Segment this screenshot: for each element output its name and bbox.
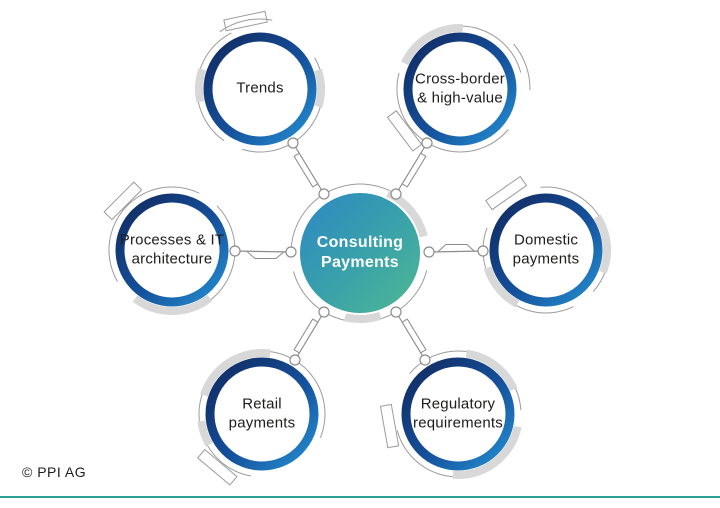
- circuit-trace: [437, 244, 476, 253]
- connector-line: [234, 250, 292, 253]
- node-label-regulatory: Regulatory requirements: [413, 395, 503, 431]
- hub-label: Consulting Payments: [316, 234, 404, 271]
- hub-gradient-disc: [300, 193, 420, 313]
- connector-node: [289, 354, 301, 366]
- bottom-rule: [0, 496, 720, 498]
- decorative-bracket: [485, 175, 528, 211]
- connector-node: [229, 245, 241, 257]
- connector-line: [395, 311, 426, 361]
- processes-it-circle: [103, 181, 237, 315]
- circuit-trace: [401, 318, 427, 354]
- decorative-arc: [195, 24, 325, 154]
- connector-node: [477, 245, 489, 257]
- connector-node: [285, 246, 297, 258]
- decorative-arc: [107, 185, 237, 315]
- connector-node: [287, 137, 299, 149]
- decorative-arc: [393, 349, 523, 479]
- decorative-arc: [189, 18, 331, 160]
- decorative-bracket: [223, 10, 268, 32]
- connector-node: [423, 246, 435, 258]
- node-label-processes-it: Processes & IT architecture: [119, 231, 225, 267]
- decorative-arc: [198, 350, 326, 478]
- connector-node: [318, 306, 330, 318]
- connector-node: [318, 188, 330, 200]
- node-label-cross-border: Cross-border & high-value: [415, 70, 505, 106]
- decorative-bracket: [196, 448, 238, 486]
- circuit-trace: [246, 251, 285, 259]
- decorative-arc: [393, 349, 523, 479]
- processes-it-ring: [115, 193, 229, 307]
- cross-border-ring: [403, 32, 517, 146]
- trends-ring: [203, 32, 317, 146]
- connector-node: [421, 137, 433, 149]
- regulatory-ring: [401, 357, 515, 471]
- connector-traces: [246, 152, 476, 354]
- connector-node: [390, 306, 402, 318]
- copyright-text: © PPI AG: [22, 464, 87, 480]
- node-label-retail: Retail payments: [228, 395, 296, 431]
- connector-node: [390, 188, 402, 200]
- connector-line: [294, 311, 325, 361]
- connector-line: [292, 142, 325, 195]
- circuit-trace: [293, 152, 319, 188]
- node-label-trends: Trends: [236, 79, 284, 97]
- connector-node: [419, 354, 431, 366]
- regulatory-circle: [379, 349, 523, 479]
- connector-line: [395, 142, 428, 195]
- trends-circle: [189, 10, 331, 160]
- domestic-ring: [489, 193, 603, 307]
- circuit-trace: [293, 318, 319, 354]
- decorative-bracket: [379, 403, 400, 449]
- retail-ring: [205, 357, 319, 471]
- decorative-bracket: [103, 181, 143, 221]
- decorative-bracket: [386, 110, 423, 152]
- decorative-arc: [290, 183, 430, 323]
- connector-nodes: [229, 137, 489, 366]
- decorative-arc: [290, 183, 430, 323]
- connector-lines: [234, 142, 484, 361]
- circuit-trace: [401, 152, 427, 188]
- node-label-domestic: Domestic payments: [512, 231, 580, 267]
